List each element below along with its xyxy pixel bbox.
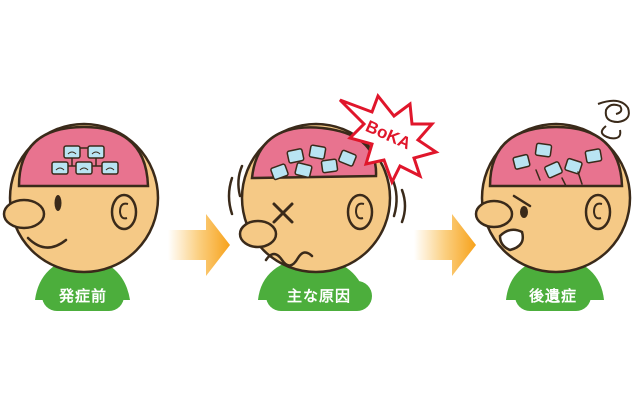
label-main-cause: 主な原因 [266, 281, 372, 311]
label-aftereffect: 後遺症 [515, 281, 591, 311]
brain-aftereffect [488, 125, 624, 188]
label-before-onset: 発症前 [42, 281, 124, 311]
arrow-right-icon [414, 214, 476, 276]
dizzy-spiral-icon [597, 99, 630, 140]
head-before [2, 122, 160, 300]
head-cause: BoKA [227, 93, 440, 300]
head-after [474, 99, 632, 300]
ear [110, 193, 138, 231]
brain-healthy [17, 125, 150, 188]
arrow-right-icon [168, 214, 230, 276]
impact-burst-icon: BoKA [338, 93, 440, 186]
ear [346, 193, 374, 231]
ear [584, 193, 612, 231]
